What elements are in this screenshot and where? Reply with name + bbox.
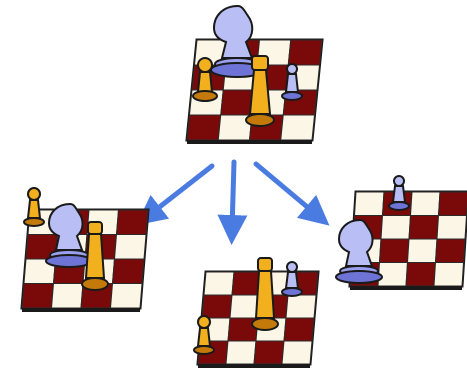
- dark-square: [380, 239, 410, 263]
- arrow-left: [148, 166, 212, 216]
- light-square: [111, 284, 143, 309]
- light-square: [411, 192, 441, 216]
- dark-square: [113, 259, 145, 284]
- board-edge: [187, 140, 312, 144]
- dark-square: [406, 263, 436, 287]
- light-square: [226, 341, 256, 364]
- top-board: [187, 6, 322, 144]
- light-square: [204, 272, 234, 295]
- right-board: [336, 176, 467, 290]
- dark-square: [187, 115, 221, 140]
- light-square: [281, 115, 315, 140]
- dark-square: [439, 192, 467, 216]
- light-square: [378, 263, 408, 287]
- dark-square: [436, 239, 466, 263]
- bottom-board: [194, 258, 318, 368]
- board-edge: [350, 286, 462, 290]
- dark-square: [202, 295, 232, 318]
- dark-square: [254, 341, 284, 364]
- light-square: [381, 216, 411, 240]
- arrow-right: [256, 164, 318, 216]
- light-square: [115, 235, 147, 260]
- light-square: [434, 263, 464, 287]
- light-square: [437, 216, 467, 240]
- dark-square: [409, 216, 439, 240]
- arrow-down: [232, 162, 234, 230]
- dark-square: [284, 318, 314, 341]
- light-square: [286, 295, 316, 318]
- board-edge: [198, 364, 310, 368]
- arrows: [148, 162, 318, 230]
- light-square: [282, 341, 312, 364]
- light-square: [355, 192, 385, 216]
- gold-pawn-piece: [24, 188, 44, 226]
- board-edge: [22, 308, 140, 312]
- dark-square: [288, 40, 322, 65]
- dark-square: [117, 210, 149, 235]
- light-square: [52, 284, 84, 309]
- left-board: [22, 188, 148, 312]
- light-square: [408, 239, 438, 263]
- dark-square: [22, 284, 54, 309]
